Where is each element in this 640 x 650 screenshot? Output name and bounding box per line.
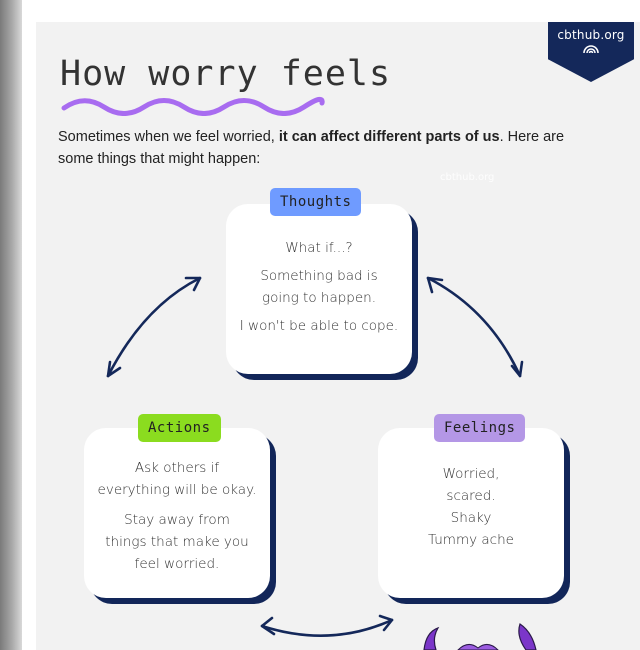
actions-line: feel worried. [134,556,220,572]
intro-emphasis: it can affect different parts of us [278,129,500,145]
thoughts-line: Something bad is [260,268,378,284]
title-squiggle [61,96,325,116]
arrow-feelings-actions [260,618,394,637]
actions-line: everything will be okay. [97,482,257,498]
monster-illustration [423,623,537,650]
watermark: cbthub.org [440,172,495,183]
feelings-line: Worried, [442,466,500,482]
feelings-card: Worried, scared. Shaky Tummy ache [378,428,564,598]
feelings-line: scared. [446,488,496,504]
actions-line: Stay away from [124,512,230,528]
rainbow-icon [583,45,599,54]
thoughts-line: going to happen. [261,290,377,306]
actions-label: Actions [138,414,221,442]
thoughts-line: What if...? [285,240,353,256]
actions-line: things that make you [105,534,249,550]
page-shadow [0,0,22,650]
page-title: How worry feels [60,54,392,94]
brand-text: cbthub.org [557,28,625,42]
intro-text: Sometimes when we feel worried, it can a… [58,129,565,167]
worksheet-page: cbthub.org How worry feels Sometimes whe… [36,22,640,650]
thoughts-card: What if...? Something bad is going to ha… [226,204,412,374]
monster-right-horn [518,623,537,650]
cycle-arrows [106,276,524,637]
arrow-actions-thoughts [106,276,202,378]
thoughts-line: I won't be able to cope. [239,318,399,334]
arrow-thoughts-feelings [426,276,522,378]
actions-line: Ask others if [134,460,220,476]
actions-card: Ask others if everything will be okay. S… [84,428,270,598]
monster-left-horn [423,626,440,650]
feelings-line: Shaky [450,510,492,526]
feelings-label: Feelings [434,414,526,442]
thoughts-label: Thoughts [270,188,362,216]
feelings-line: Tummy ache [428,532,514,548]
monster-head [457,644,499,650]
